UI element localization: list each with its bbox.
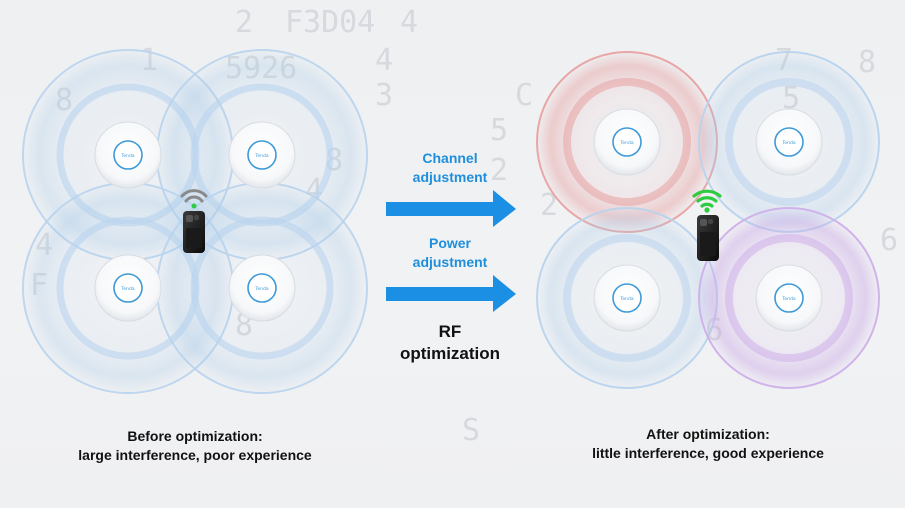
bg-digit: 2 xyxy=(540,188,558,223)
power-label-line2: adjustment xyxy=(412,254,488,270)
bg-digit: 4 xyxy=(375,43,393,78)
bg-digit: S xyxy=(462,413,480,448)
channel-arrow-icon xyxy=(386,190,516,227)
access-point-icon: Tenda xyxy=(228,121,296,189)
ap-logo-text: Tenda xyxy=(619,296,633,302)
power-arrow-icon xyxy=(386,275,516,312)
access-point-icon: Tenda xyxy=(593,264,661,332)
access-point-icon: Tenda xyxy=(94,254,162,322)
channel-label-line1: Channel xyxy=(422,150,478,166)
bg-digit: C xyxy=(515,78,533,113)
bg-digit: 2 xyxy=(235,5,253,40)
before-title: Before optimization: xyxy=(127,428,263,444)
bg-digit: 4 xyxy=(400,5,418,40)
bg-digit: 3 xyxy=(375,78,393,113)
power-label-line1: Power xyxy=(428,235,471,251)
before-subtitle: large interference, poor experience xyxy=(78,447,312,463)
access-point-icon: Tenda xyxy=(228,254,296,322)
ap-logo-text: Tenda xyxy=(120,153,134,159)
bg-digit: 5 xyxy=(490,113,508,148)
access-point-icon: Tenda xyxy=(94,121,162,189)
after-title: After optimization: xyxy=(646,426,770,442)
ap-logo-text: Tenda xyxy=(254,153,268,159)
bg-digit: 2 xyxy=(490,153,508,188)
bg-digit: 8 xyxy=(858,45,876,80)
channel-adjustment-label: Channel adjustment xyxy=(395,149,505,187)
access-point-icon: Tenda xyxy=(593,108,661,176)
access-point-icon: Tenda xyxy=(755,264,823,332)
ap-logo-text: Tenda xyxy=(619,140,633,146)
wifi-signal-weak-icon xyxy=(180,189,208,209)
before-caption: Before optimization: large interference,… xyxy=(40,427,350,465)
ap-logo-text: Tenda xyxy=(781,296,795,302)
wifi-signal-strong-icon xyxy=(692,189,722,213)
rf-optimization-label: RF optimization xyxy=(380,321,520,365)
smartphone-icon xyxy=(183,211,205,253)
rf-line1: RF xyxy=(438,322,462,341)
channel-label-line2: adjustment xyxy=(412,169,488,185)
access-point-icon: Tenda xyxy=(755,108,823,176)
after-caption: After optimization: little interference,… xyxy=(553,425,863,463)
ap-logo-text: Tenda xyxy=(120,286,134,292)
rf-line2: optimization xyxy=(399,344,501,363)
power-adjustment-label: Power adjustment xyxy=(395,234,505,272)
bg-digit: 6 xyxy=(880,223,898,258)
after-subtitle: little interference, good experience xyxy=(592,445,824,461)
bg-digit: F3D04 xyxy=(285,5,375,40)
ap-logo-text: Tenda xyxy=(254,286,268,292)
smartphone-icon xyxy=(697,215,719,261)
ap-logo-text: Tenda xyxy=(781,140,795,146)
